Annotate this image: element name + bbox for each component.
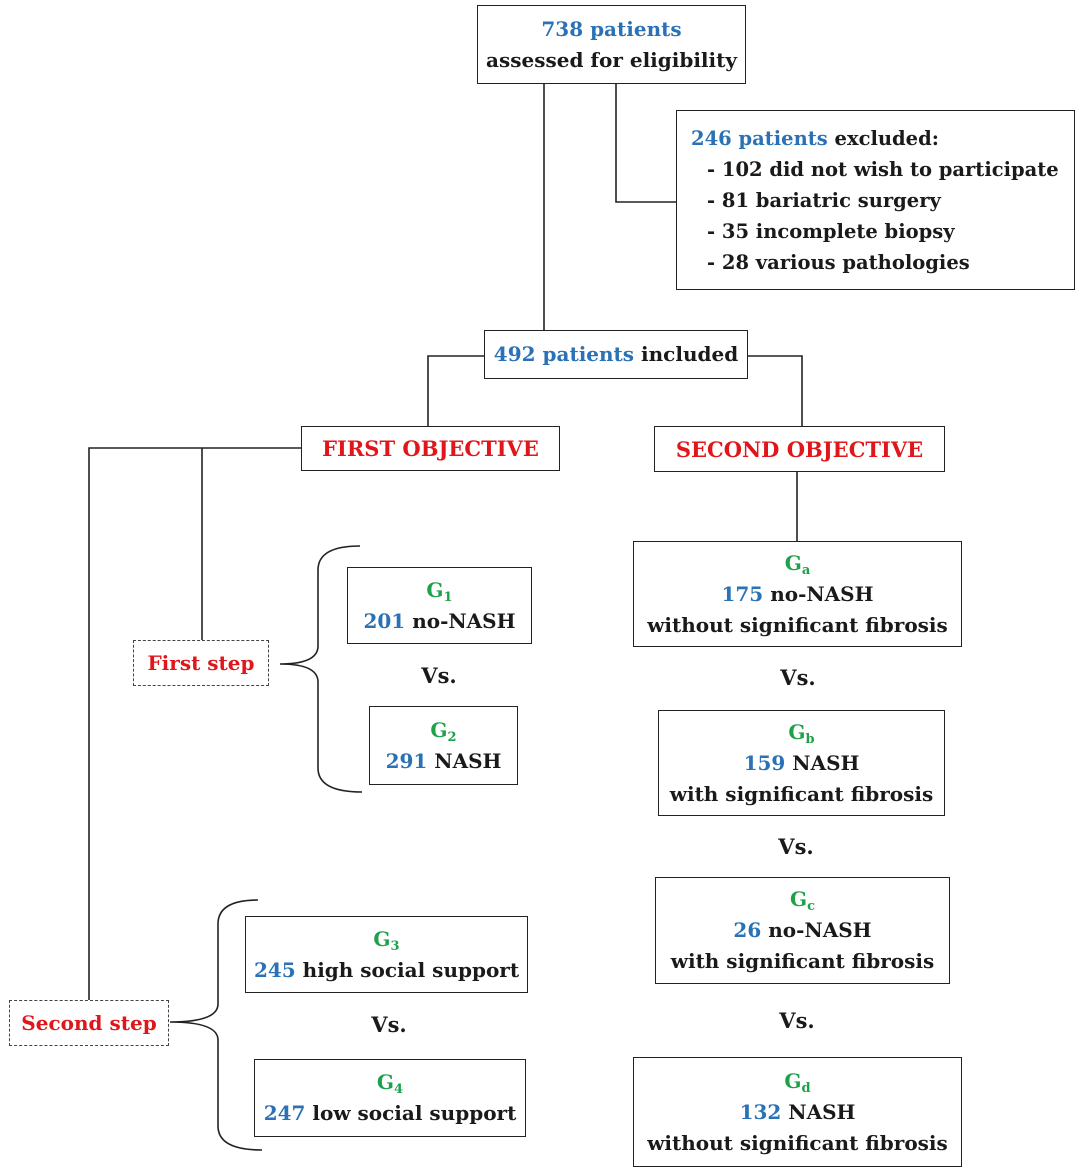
group-count: 175: [721, 581, 764, 606]
first-step-brace: [279, 545, 363, 793]
vs-label: Vs.: [779, 1008, 815, 1033]
group-letter: G: [376, 1070, 395, 1094]
excluded-label: excluded:: [834, 126, 939, 150]
group-g3-label: G3: [373, 924, 399, 955]
group-desc: no-NASH: [412, 608, 516, 633]
group-gb-description: 159 NASH: [744, 748, 860, 779]
group-subscript: 1: [443, 589, 453, 605]
group-subscript: b: [805, 731, 815, 747]
group-count: 245: [253, 957, 296, 982]
excluded-reason: - 102 did not wish to participate: [707, 157, 1059, 181]
group-gc-label: Gc: [790, 884, 815, 915]
group-letter: G: [426, 577, 444, 602]
included-to-first-objective-line: [427, 355, 484, 426]
group-count: 247: [263, 1101, 306, 1125]
group-desc: NASH: [434, 748, 502, 773]
second-step-brace: [169, 899, 263, 1151]
group-gd-label: Gd: [784, 1066, 810, 1097]
group-g3-box: G3 245 high social support: [245, 916, 528, 993]
group-ga-description: 175 no-NASH: [721, 579, 873, 610]
group-gb-fibrosis: with significant fibrosis: [669, 781, 934, 806]
first-objective-to-second-step-line: [88, 447, 301, 1000]
excluded-box: 246 patients excluded: - 102 did not wis…: [676, 110, 1075, 290]
group-ga-box: Ga 175 no-NASH without significant fibro…: [633, 541, 962, 647]
group-gb-box: Gb 159 NASH with significant fibrosis: [658, 710, 945, 816]
group-g1-box: G1 201 no-NASH: [347, 567, 532, 644]
assessed-count: 738 patients: [541, 16, 682, 41]
group-desc: high social support: [302, 957, 520, 982]
group-count: 201: [363, 608, 406, 633]
group-g3-description: 245 high social support: [254, 955, 519, 986]
group-gc-description: 26 no-NASH: [733, 915, 871, 946]
included-line: 492 patients included: [494, 339, 738, 370]
second-step-box: Second step: [9, 1000, 169, 1046]
group-g2-box: G2 291 NASH: [369, 706, 518, 785]
assessed-box: 738 patients assessed for eligibility: [477, 5, 746, 84]
group-letter: G: [789, 887, 808, 911]
group-desc: NASH: [788, 1099, 856, 1124]
second-objective-box: SECOND OBJECTIVE: [654, 426, 945, 472]
group-letter: G: [430, 717, 448, 742]
excluded-reason: - 81 bariatric surgery: [707, 188, 941, 212]
group-gd-box: Gd 132 NASH without significant fibrosis: [633, 1057, 962, 1167]
group-desc: no-NASH: [770, 581, 874, 606]
group-subscript: d: [801, 1080, 811, 1096]
included-box: 492 patients included: [484, 330, 748, 379]
group-g4-label: G4: [377, 1067, 403, 1098]
group-subscript: c: [807, 899, 815, 914]
included-label: included: [641, 342, 739, 366]
group-letter: G: [788, 719, 806, 744]
group-subscript: a: [801, 562, 811, 578]
group-subscript: 2: [447, 729, 457, 745]
group-desc: no-NASH: [768, 918, 872, 942]
excluded-reason: - 35 incomplete biopsy: [707, 219, 955, 243]
group-count: 26: [733, 918, 762, 942]
group-gd-description: 132 NASH: [740, 1097, 856, 1128]
group-letter: G: [784, 550, 802, 575]
group-subscript: 4: [394, 1082, 404, 1097]
group-count: 291: [385, 748, 428, 773]
group-g1-label: G1: [426, 575, 452, 606]
excluded-reason: - 28 various pathologies: [707, 250, 970, 274]
group-ga-fibrosis: without significant fibrosis: [647, 612, 948, 637]
first-step-box: First step: [133, 640, 269, 686]
group-gd-fibrosis: without significant fibrosis: [647, 1130, 948, 1155]
group-g4-box: G4 247 low social support: [254, 1059, 526, 1137]
group-gc-fibrosis: with significant fibrosis: [670, 949, 935, 973]
group-letter: G: [373, 926, 391, 951]
group-count: 159: [743, 750, 786, 775]
group-count: 132: [739, 1099, 782, 1124]
group-desc: low social support: [312, 1101, 517, 1125]
group-g4-description: 247 low social support: [264, 1098, 517, 1129]
included-count: 492 patients: [493, 342, 635, 366]
vs-label: Vs.: [371, 1012, 407, 1037]
group-g1-description: 201 no-NASH: [363, 606, 515, 637]
assessed-label: assessed for eligibility: [486, 47, 737, 72]
group-gc-box: Gc 26 no-NASH with significant fibrosis: [655, 877, 950, 984]
group-ga-label: Ga: [785, 548, 811, 579]
vs-label: Vs.: [421, 663, 457, 688]
group-g2-description: 291 NASH: [386, 746, 502, 777]
excluded-count: 246 patients: [691, 126, 828, 150]
first-objective-box: FIRST OBJECTIVE: [301, 426, 560, 471]
group-gb-label: Gb: [788, 717, 814, 748]
vs-label: Vs.: [778, 834, 814, 859]
excluded-header: 246 patients excluded:: [691, 123, 939, 154]
group-letter: G: [784, 1068, 802, 1093]
group-subscript: 3: [390, 938, 400, 954]
group-desc: NASH: [792, 750, 860, 775]
group-g2-label: G2: [430, 715, 456, 746]
vs-label: Vs.: [780, 665, 816, 690]
exclusion-branch-line: [615, 84, 676, 203]
included-to-second-objective-line: [748, 355, 803, 426]
